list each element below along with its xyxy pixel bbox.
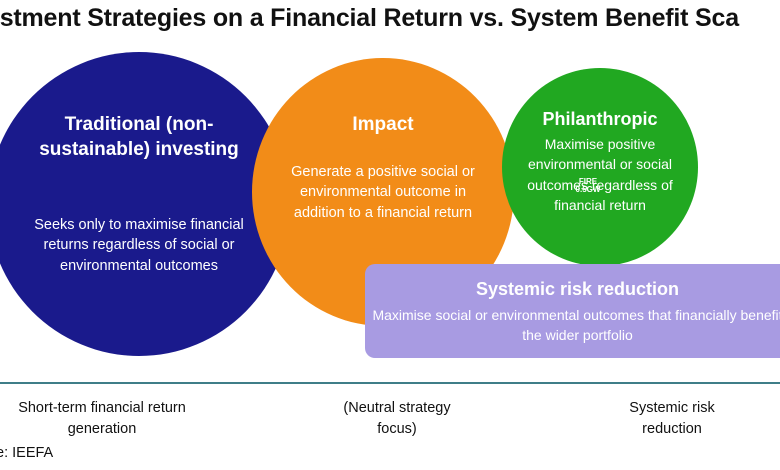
axis-label-left: Short-term financial return generation <box>18 400 186 438</box>
overlay-mark-line2: 0.5GW <box>575 185 601 195</box>
systemic-risk-reduction-box: Systemic risk reduction Maximise social … <box>365 264 780 358</box>
philanthropic-circle: Philanthropic Maximise positive environm… <box>502 68 698 266</box>
philanthropic-heading: Philanthropic <box>542 109 658 129</box>
traditional-investing-circle: Traditional (non-sustainable) investing … <box>0 52 290 356</box>
systemic-heading: Systemic risk reduction <box>475 279 680 299</box>
impact-description: Generate a positive social or environmen… <box>291 164 475 221</box>
axis-label-middle: (Neutral strategy focus) <box>343 400 451 438</box>
impact-heading: Impact <box>352 114 414 135</box>
traditional-heading: Traditional (non-sustainable) investing <box>39 114 239 161</box>
overlay-mark-line1: FIRE <box>578 177 598 186</box>
diagram-title: estment Strategies on a Financial Return… <box>0 4 739 32</box>
axis-label-right: Systemic risk reduction <box>629 400 715 438</box>
philanthropic-description: Maximise positive environmental or socia… <box>527 136 673 213</box>
overlay-mark: FIRE 0.5GW <box>560 177 616 195</box>
source-caption: e: IEEFA <box>0 445 54 461</box>
systemic-description: Maximise social or environmental outcome… <box>372 307 780 343</box>
spectrum-axis-line <box>0 382 780 384</box>
traditional-description: Seeks only to maximise financial returns… <box>34 217 244 274</box>
